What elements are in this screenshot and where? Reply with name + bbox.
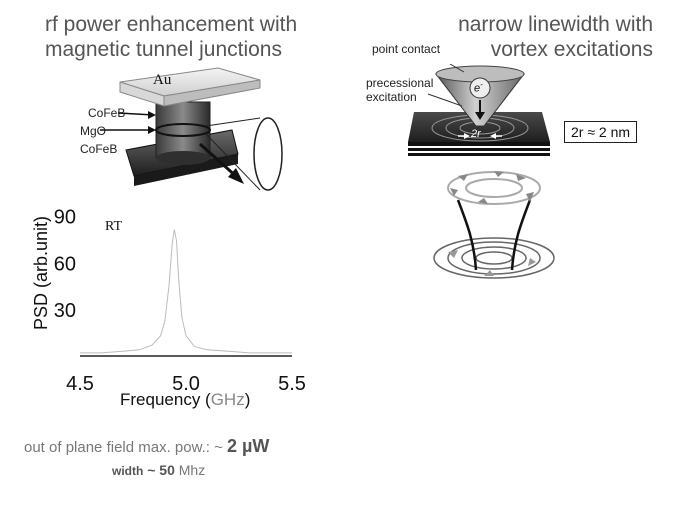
electron-charge: - xyxy=(480,80,483,89)
vortex-arrows xyxy=(450,171,534,204)
y-tick-label: 60 xyxy=(54,253,76,275)
x-axis-label-main: Frequency ( xyxy=(120,390,211,409)
electron-symbol: e xyxy=(474,82,481,95)
y-tick-label: 90 xyxy=(54,207,76,229)
right-title: narrow linewidth with vortex excitations xyxy=(395,12,653,62)
precession-cone-ring xyxy=(253,117,283,191)
psd-chart: 4.5 5.0 5.5 30 60 90 xyxy=(54,207,306,395)
footer-line1-text: out of plane field max. pow.: ~ xyxy=(24,439,228,456)
mtj-schematic xyxy=(100,67,283,191)
footer-line1-value: 2 µW xyxy=(227,436,270,456)
x-tick-label: 4.5 xyxy=(66,373,94,395)
x-axis-label-close: ) xyxy=(244,390,251,409)
footer-line2-value: 50 xyxy=(159,462,175,478)
precessional-label: precessional excitation xyxy=(366,76,433,104)
rt-annotation: RT xyxy=(105,219,123,234)
x-axis-label: Frequency (GHz) xyxy=(120,390,250,410)
footer-line2-approx: ~ xyxy=(143,462,160,478)
electron-label: e- xyxy=(474,80,483,95)
au-label: Au xyxy=(153,72,172,88)
footer-line2: width ~ 50 Mhz xyxy=(112,462,205,478)
x-tick-label: 5.5 xyxy=(278,373,306,395)
footer-line2-unit: Mhz xyxy=(174,462,206,478)
right-title-line2: vortex excitations xyxy=(490,38,653,61)
cofeb-top-label: CoFeB xyxy=(88,106,126,120)
left-title-line2: magnetic tunnel junctions xyxy=(45,38,282,61)
x-axis-label-unit: GHz xyxy=(210,390,245,409)
vortex-diagram xyxy=(433,171,555,279)
left-title-line1: rf power enhancement with xyxy=(45,13,298,36)
vortex-arrow-ring xyxy=(447,171,541,205)
mgo-label: MgO xyxy=(80,124,107,138)
y-axis-label: PSD (arb.unit) xyxy=(31,215,51,330)
point-contact-label: point contact xyxy=(372,42,441,56)
pillar xyxy=(155,101,211,159)
footer-line1: out of plane field max. pow.: ~ 2 µW xyxy=(24,436,269,457)
size-annotation-box: 2r ≈ 2 nm xyxy=(564,121,638,143)
electron-icon xyxy=(469,77,491,99)
footer-line2-label: width xyxy=(112,464,144,478)
psd-series-line-0 xyxy=(80,229,292,354)
y-tick-label: 30 xyxy=(54,300,76,322)
chart-marks: 4.5 5.0 5.5 30 60 90 xyxy=(54,207,306,395)
right-title-line1: narrow linewidth with xyxy=(458,13,653,36)
magnetization-arrow xyxy=(228,168,244,184)
precessional-line1: precessional xyxy=(366,76,434,90)
point-contact-schematic xyxy=(408,64,550,156)
radius-label: 2r xyxy=(471,128,481,140)
x-tick-label: 5.0 xyxy=(172,373,200,395)
cofeb-bottom-label: CoFeB xyxy=(80,142,118,156)
left-title: rf power enhancement with magnetic tunne… xyxy=(45,12,297,62)
precessional-line2: excitation xyxy=(366,90,417,104)
vortex-core-rings xyxy=(433,237,555,279)
